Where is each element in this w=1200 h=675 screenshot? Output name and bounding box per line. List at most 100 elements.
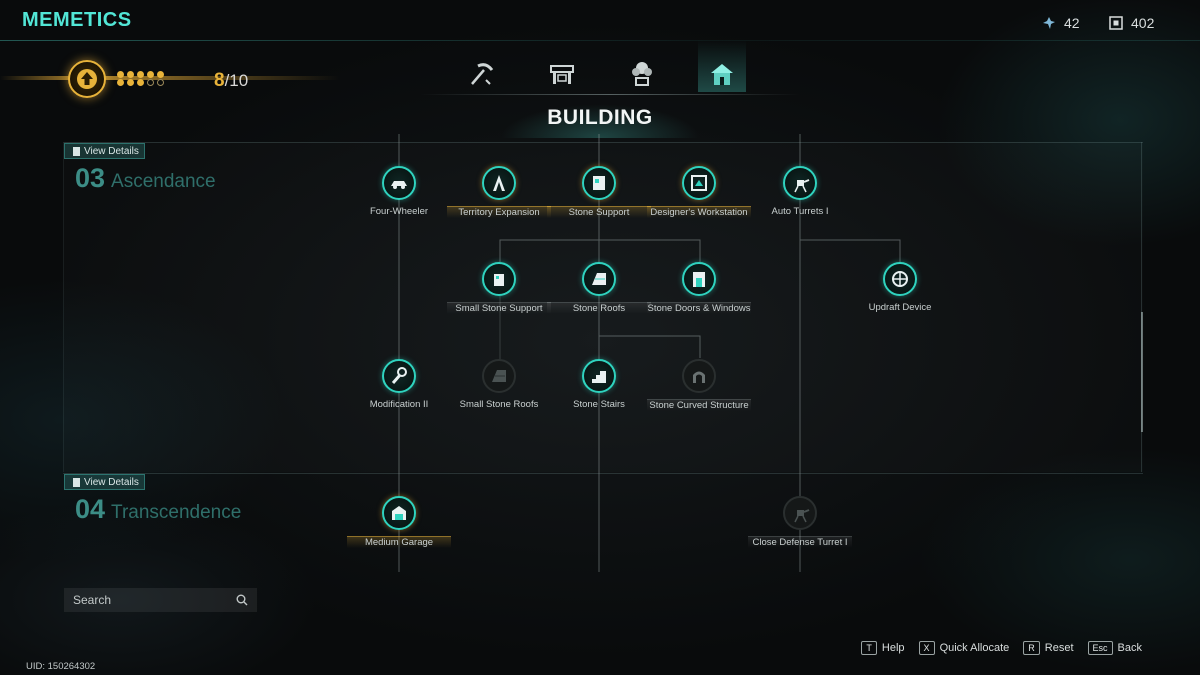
document-icon [73,146,80,156]
skill-node-label: Updraft Device [868,302,932,313]
currency-shards-value: 42 [1064,15,1080,31]
search-field[interactable]: Search [64,588,257,612]
key-cap: X [918,641,935,655]
tab-crafting[interactable] [544,56,580,92]
view-details-label: View Details [84,145,139,157]
wrench-icon [391,367,407,384]
level-current: 8 [214,70,225,91]
skill-node-label: Stone Support [547,206,651,218]
tab-building[interactable] [698,40,746,92]
arrow-up-icon [77,69,97,89]
scroll-thumb[interactable] [1141,312,1143,432]
tab-farming[interactable] [624,56,660,92]
skill-node-updraft-device[interactable] [883,262,917,296]
tier-panel-ascendance [63,142,1143,472]
skill-node-label: Stone Stairs [573,399,625,410]
view-details-button-tier-03[interactable]: View Details [64,143,145,159]
skill-node-label: Stone Roofs [547,302,651,314]
level-pip [137,79,144,86]
skill-node-label: Four-Wheeler [369,206,429,217]
tier-number: 03 [75,163,106,193]
tier-panel-transcendence [63,473,1143,583]
level-glow [0,76,340,80]
currency-chips-value: 402 [1131,15,1155,31]
level-pip [117,71,124,78]
house-icon [711,64,733,85]
level-pip [157,79,164,86]
skill-node-label: Small Stone Support [447,302,551,314]
hint-reset[interactable]: R Reset [1023,641,1074,655]
skill-node-small-stone-roofs[interactable] [482,359,516,393]
level-pip [137,71,144,78]
skill-node-stone-roofs[interactable] [582,262,616,296]
skill-node-label: Close Defense Turret I [748,536,852,548]
hint-label: Quick Allocate [939,642,1010,654]
search-placeholder: Search [73,593,112,607]
hint-help[interactable]: T Help [861,641,905,655]
key-cap: T [861,641,877,655]
view-details-label: View Details [84,476,139,488]
tab-tools[interactable] [464,56,500,92]
skill-node-stone-doors-windows[interactable] [682,262,716,296]
level-pip [147,71,154,78]
tier-name: Ascendance [111,171,216,192]
key-cap: R [1023,641,1040,655]
stone-block-icon [593,176,605,190]
scroll-track [1141,142,1142,472]
header-divider [0,40,1200,41]
skill-node-label: Territory Expansion [447,206,551,218]
category-heading: BUILDING [547,106,653,129]
skill-node-label: Stone Doors & Windows [647,302,751,314]
skill-node-designers-workstation[interactable] [682,166,716,200]
workbench-icon [550,65,574,84]
tier-name: Transcendence [111,502,242,523]
skill-node-stone-support[interactable] [582,166,616,200]
small-block-icon [494,274,504,286]
level-up-badge[interactable] [68,60,106,98]
framed-chip-icon [1109,16,1123,30]
skill-node-label: Modification II [369,399,429,410]
skill-node-auto-turrets[interactable] [783,166,817,200]
skill-node-stone-curved-structure[interactable] [682,359,716,393]
level-pips [116,71,166,86]
hint-quick-allocate[interactable]: X Quick Allocate [918,641,1010,655]
skill-node-territory-expansion[interactable] [482,166,516,200]
currency-chips: 402 [1109,15,1154,31]
arch-icon [693,371,705,383]
view-details-button-tier-04[interactable]: View Details [64,474,145,490]
skill-node-small-stone-support[interactable] [482,262,516,296]
door-icon [693,272,705,287]
tier-number: 04 [75,494,106,524]
skill-node-label: Designer's Workstation [647,206,751,218]
skill-node-label: Stone Curved Structure [647,399,751,411]
skill-node-medium-garage[interactable] [382,496,416,530]
roof-icon [492,370,506,382]
blueprint-icon [691,175,707,191]
skill-node-stone-stairs[interactable] [582,359,616,393]
screen-title: MEMETICS [22,9,132,31]
level-pip [147,79,154,86]
currency-shards: 42 [1042,15,1080,31]
level-counter: 8/10 [214,70,248,92]
stairs-icon [592,371,606,383]
hint-label: Reset [1044,642,1074,654]
fan-icon [892,271,908,287]
document-icon [73,477,80,487]
memetic-shard-icon [1043,17,1055,29]
plant-icon [632,62,652,86]
level-pip [117,79,124,86]
hint-label: Help [881,642,905,654]
pickaxe-icon [471,63,494,85]
flag-tower-icon [493,175,505,191]
skill-node-four-wheeler[interactable] [382,166,416,200]
skill-node-label: Auto Turrets I [771,206,829,217]
turret-icon [794,509,810,523]
skill-node-modification-ii[interactable] [382,359,416,393]
skill-node-close-defense-turret[interactable] [783,496,817,530]
level-pip [127,79,134,86]
skill-node-label: Medium Garage [347,536,451,548]
user-id: UID: 150264302 [26,661,96,672]
